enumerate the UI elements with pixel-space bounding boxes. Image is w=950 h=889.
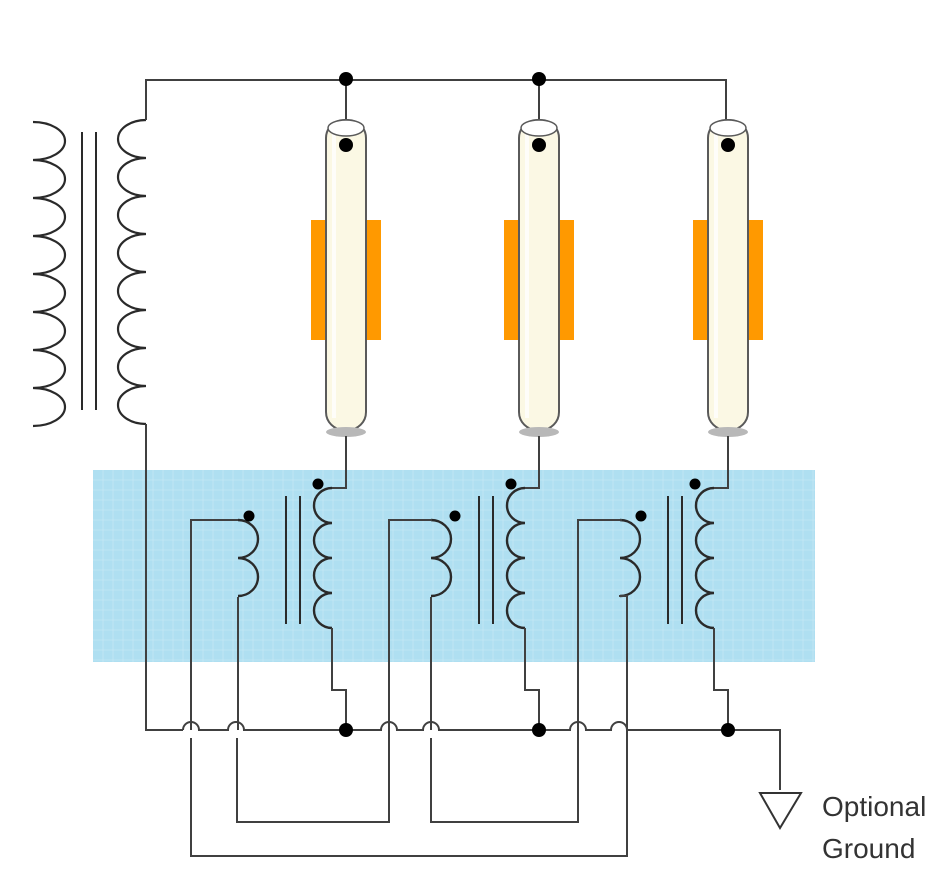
- transformer-return-wire: [145, 424, 183, 731]
- ballast-return-wire: [713, 640, 729, 730]
- ground-label-line-1: Optional: [822, 791, 926, 822]
- ballast-lead-wire: [332, 478, 347, 489]
- ballast-secondary-coil: [312, 486, 333, 630]
- junction-dot: [339, 723, 353, 737]
- ballast-secondary-coil: [505, 486, 526, 630]
- lamp-top-cap: [520, 119, 558, 137]
- fluorescent-lamp: [693, 119, 763, 478]
- lamp-bottom-cap: [519, 427, 559, 437]
- polarity-dot: [505, 478, 517, 490]
- polarity-dot: [689, 478, 701, 490]
- lamp-terminal-dot: [532, 138, 546, 152]
- junction-dot: [532, 723, 546, 737]
- primary-winding: [32, 120, 67, 428]
- ballast-primary-coil: [619, 518, 642, 598]
- polarity-dot: [449, 510, 461, 522]
- ballast-enclosure-panel: [93, 470, 815, 662]
- junction-dot: [339, 72, 353, 86]
- polarity-dot: [635, 510, 647, 522]
- ballast-lead-wire: [525, 478, 540, 489]
- lamp-terminal-dot: [721, 138, 735, 152]
- fluorescent-lamp: [504, 119, 574, 478]
- ballast-return-wire: [524, 640, 540, 730]
- lamp-top-cap: [709, 119, 747, 137]
- ballast-primary-interconnect: [190, 519, 628, 857]
- lamp-bottom-cap: [326, 427, 366, 437]
- ballast-transformer: [430, 478, 540, 730]
- ballast-return-wire: [331, 640, 347, 730]
- ballast-transformer: [619, 478, 729, 730]
- ballast-primary-coil: [237, 518, 260, 598]
- polarity-dot: [243, 510, 255, 522]
- secondary-winding: [116, 118, 147, 426]
- lamp-bottom-cap: [708, 427, 748, 437]
- junction-dot: [721, 723, 735, 737]
- ground-icon: [758, 792, 803, 830]
- ballast-panel-grid: [93, 470, 815, 662]
- lamp-top-cap: [327, 119, 365, 137]
- polarity-dot: [312, 478, 324, 490]
- ground-label-line-2: Ground: [822, 833, 915, 864]
- ballast-primary-coil: [430, 518, 453, 598]
- top-supply-wire: [145, 79, 727, 120]
- ballast-transformer: [237, 478, 347, 730]
- bottom-bus-wire: [182, 721, 781, 790]
- junction-dot: [532, 72, 546, 86]
- ballast-secondary-coil: [694, 486, 715, 630]
- lamp-terminal-dot: [339, 138, 353, 152]
- fluorescent-lamp: [311, 119, 381, 478]
- ballast-lead-wire: [714, 478, 729, 489]
- main-transformer: [32, 118, 147, 428]
